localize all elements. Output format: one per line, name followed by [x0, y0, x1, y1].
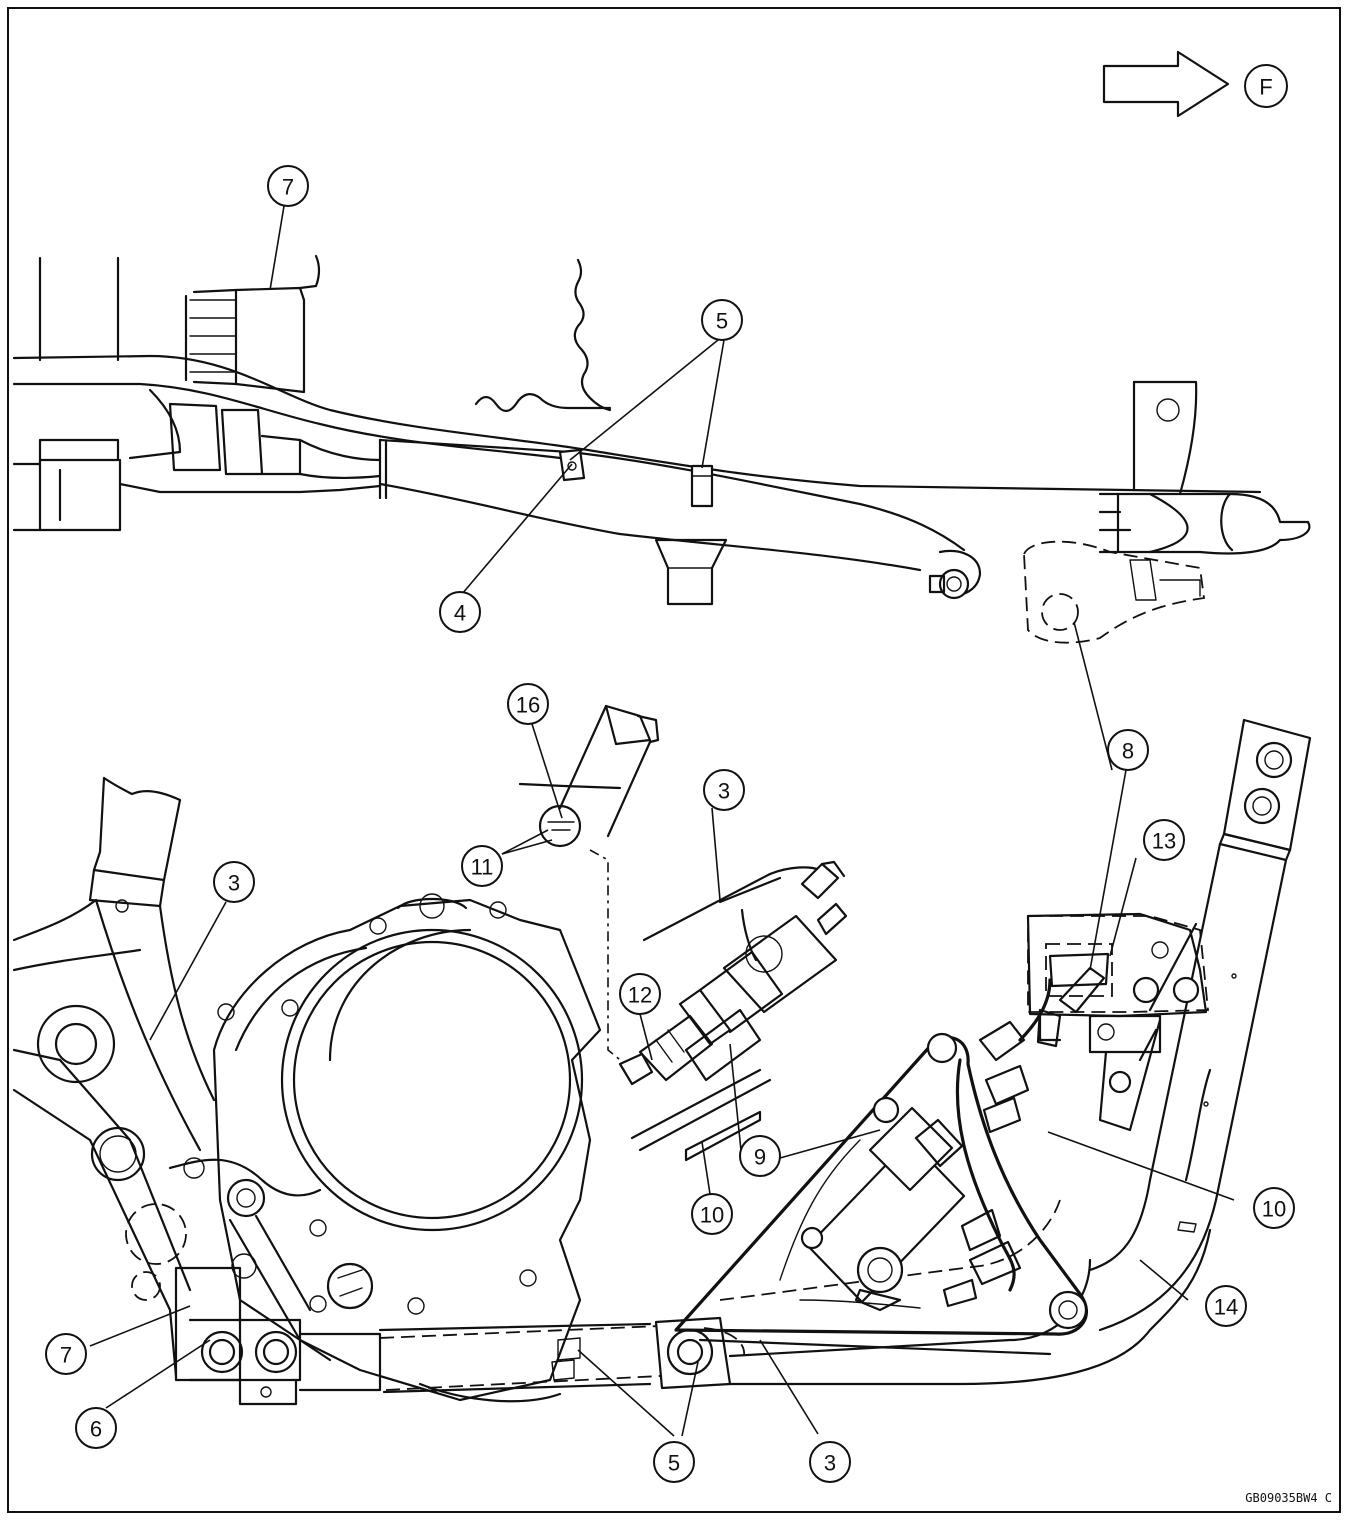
svg-text:5: 5 [716, 309, 728, 334]
callout-10-detail: 10 [691, 1193, 733, 1235]
callout-3-lower-bottom: 3 [809, 1441, 851, 1483]
svg-text:11: 11 [471, 855, 494, 880]
svg-text:10: 10 [700, 1203, 724, 1228]
callout-8-rear: 8 [1107, 729, 1149, 771]
svg-text:7: 7 [282, 175, 294, 200]
lower-view [12, 718, 1312, 1406]
detail-view [518, 704, 848, 1162]
callout-3-lower-left: 3 [213, 861, 255, 903]
svg-text:3: 3 [824, 1451, 836, 1476]
svg-text:14: 14 [1214, 1295, 1238, 1320]
direction-circle [1244, 64, 1288, 108]
callout-6-lower: 6 [75, 1407, 117, 1449]
svg-text:5: 5 [668, 1451, 680, 1476]
callout-4-upper: 4 [439, 591, 481, 633]
callout-11-detail: 11 [461, 845, 503, 887]
leader-lines [89, 205, 1235, 1437]
svg-text:3: 3 [228, 871, 240, 896]
callout-16-detail: 16 [507, 683, 549, 725]
forward-direction-arrow: F [1102, 50, 1288, 118]
svg-text:6: 6 [90, 1417, 102, 1442]
drawing-code: GB09035BW4 C [1245, 1491, 1332, 1505]
frame-border [7, 7, 1341, 1513]
svg-text:9: 9 [754, 1145, 766, 1170]
svg-text:10: 10 [1262, 1197, 1286, 1222]
upper-view [12, 254, 1311, 644]
svg-text:3: 3 [718, 779, 730, 804]
callout-3-detail: 3 [703, 769, 745, 811]
svg-text:16: 16 [516, 693, 540, 718]
callout-12-detail: 12 [619, 973, 661, 1015]
svg-text:12: 12 [628, 983, 652, 1008]
svg-text:8: 8 [1122, 739, 1134, 764]
svg-text:4: 4 [454, 601, 466, 626]
callout-5-upper: 5 [701, 299, 743, 341]
callout-13-rear: 13 [1143, 819, 1185, 861]
callout-10-lower: 10 [1253, 1187, 1295, 1229]
callout-9-detail: 9 [739, 1135, 781, 1177]
callout-14-lower: 14 [1205, 1285, 1247, 1327]
callout-7-upper: 7 [267, 165, 309, 207]
svg-text:7: 7 [60, 1343, 72, 1368]
callout-7-lower: 7 [45, 1333, 87, 1375]
callout-5-lower: 5 [653, 1441, 695, 1483]
direction-label: F [1259, 75, 1272, 100]
svg-text:13: 13 [1152, 829, 1176, 854]
